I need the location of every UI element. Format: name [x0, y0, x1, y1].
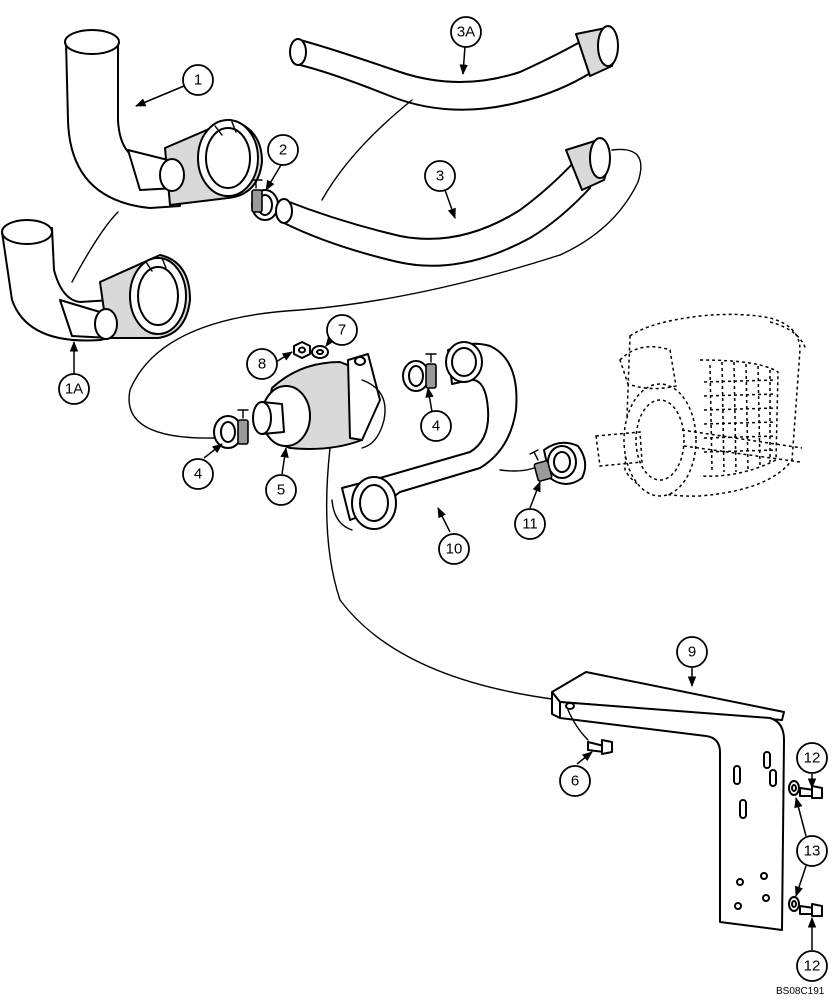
callout-4-left: 4	[182, 458, 214, 490]
callout-label: 9	[688, 644, 696, 661]
callout-7: 7	[326, 314, 358, 346]
mounting-bracket-9	[551, 671, 785, 931]
elbow-pipe-1	[64, 29, 263, 209]
callout-label: 2	[279, 142, 287, 159]
callout-label: 1A	[65, 381, 83, 398]
callout-1a: 1A	[58, 373, 90, 405]
callout-10: 10	[438, 533, 470, 565]
washer-13-lower	[788, 896, 800, 912]
callout-13: 13	[796, 835, 828, 867]
nut-8	[293, 341, 311, 359]
callout-1: 1	[182, 64, 214, 96]
intake-hose-3a	[289, 25, 619, 201]
elbow-pipe-1a	[1, 211, 191, 342]
elbow-hose-10	[331, 341, 546, 531]
callout-label: 4	[194, 466, 202, 483]
intake-hose-3	[275, 137, 642, 267]
assembly-path-loop	[128, 254, 561, 439]
precleaner-body-5	[252, 353, 561, 701]
hose-clamp-11	[529, 441, 587, 485]
air-cleaner-phantom	[595, 313, 807, 497]
callout-9: 9	[676, 636, 708, 668]
callout-4-right: 4	[420, 410, 452, 442]
callout-label: 3	[436, 168, 444, 185]
reference-code: BS08C191	[776, 986, 825, 997]
callout-2: 2	[267, 134, 299, 166]
callout-3a: 3A	[450, 16, 482, 48]
bolt-12-upper	[799, 785, 823, 799]
callout-label: 11	[522, 516, 538, 533]
callout-label: 7	[338, 322, 346, 339]
callout-label: 1	[194, 72, 202, 89]
washer-7	[311, 345, 329, 359]
callout-11: 11	[514, 508, 546, 540]
callout-label: 13	[804, 843, 821, 860]
callout-8: 8	[246, 348, 278, 380]
callout-label: 10	[446, 541, 463, 558]
bolt-6	[587, 739, 613, 755]
washer-13-upper	[788, 780, 800, 796]
bolt-12-lower	[799, 903, 823, 917]
callout-12-upper: 12	[796, 742, 828, 774]
callout-5: 5	[265, 474, 297, 506]
callout-label: 3A	[457, 24, 475, 41]
hose-clamp-4-left	[213, 409, 249, 449]
callout-3: 3	[424, 160, 456, 192]
callout-label: 8	[258, 356, 266, 373]
callout-label: 6	[571, 773, 579, 790]
callout-12-lower: 12	[796, 950, 828, 982]
callout-6: 6	[559, 765, 591, 797]
callout-label: 12	[804, 750, 821, 767]
hose-clamp-2	[251, 179, 279, 221]
callout-label: 12	[804, 958, 821, 975]
leader-lines	[69, 45, 817, 950]
callout-label: 4	[432, 418, 440, 435]
hose-clamp-4-right	[402, 353, 437, 392]
callout-label: 5	[277, 482, 285, 499]
